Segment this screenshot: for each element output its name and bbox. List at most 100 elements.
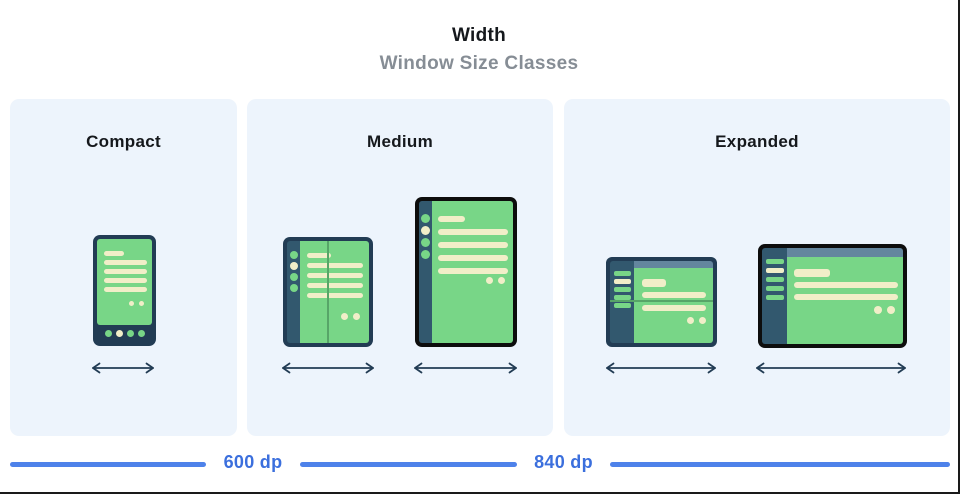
- dot-icon: [687, 317, 694, 324]
- action-dots: [874, 306, 895, 314]
- menu-bar-icon: [765, 268, 784, 273]
- nav-dot-icon: [126, 330, 134, 337]
- width-range-arrow: [92, 362, 154, 374]
- diagram-title: Width: [451, 25, 507, 46]
- action-dots: [129, 301, 144, 306]
- menu-bar-icon: [765, 277, 784, 282]
- action-dots: [341, 313, 360, 320]
- dot-icon: [486, 277, 493, 284]
- placeholder-line: [104, 251, 124, 256]
- phone-screen: [97, 239, 152, 325]
- placeholder-line: [307, 293, 363, 298]
- dot-icon: [699, 317, 706, 324]
- dot-icon: [139, 301, 144, 306]
- foldable-screen: [287, 241, 369, 343]
- content-area: [300, 241, 369, 343]
- panel-expanded: Expanded: [564, 99, 950, 436]
- nav-drawer: [762, 248, 787, 344]
- action-dots: [687, 317, 706, 324]
- placeholder-line: [642, 279, 666, 287]
- dot-icon: [874, 306, 882, 314]
- breakpoint-840dp-label: 840 dp: [534, 452, 593, 472]
- nav-drawer: [610, 261, 634, 343]
- app-topbar: [634, 261, 713, 268]
- content-area: [787, 257, 903, 344]
- content-area: [634, 268, 713, 343]
- nav-dot-icon: [137, 330, 145, 337]
- placeholder-line: [307, 253, 331, 258]
- dot-icon: [341, 313, 348, 320]
- placeholder-line: [794, 294, 898, 300]
- placeholder-line: [307, 263, 363, 268]
- panel-expanded-label: Expanded: [715, 132, 799, 151]
- menu-bar-icon: [613, 279, 631, 284]
- placeholder-line: [438, 229, 508, 235]
- menu-bar-icon: [765, 295, 784, 300]
- placeholder-line: [794, 282, 898, 288]
- tablet-portrait-mockup: [415, 197, 517, 347]
- dot-icon: [129, 301, 134, 306]
- dot-icon: [498, 277, 505, 284]
- placeholder-line: [104, 287, 147, 292]
- width-range-arrow: [414, 362, 517, 374]
- tablet-landscape-screen: [762, 248, 903, 344]
- diagram-subtitle: Window Size Classes: [379, 53, 579, 74]
- width-range-arrow: [606, 362, 716, 374]
- rail-dot-icon: [421, 238, 430, 247]
- axis-line-segment: [300, 462, 517, 467]
- placeholder-line: [642, 292, 706, 298]
- axis-line-segment: [10, 462, 206, 467]
- placeholder-line: [104, 278, 147, 283]
- tablet-screen: [419, 201, 513, 343]
- panel-compact-label: Compact: [86, 132, 161, 151]
- tablet-landscape-mockup: [758, 244, 907, 348]
- nav-rail: [419, 201, 432, 343]
- phone-navbar: [97, 325, 152, 342]
- axis-line-segment: [610, 462, 950, 467]
- menu-bar-icon: [613, 287, 631, 292]
- foldable-landscape-screen: [610, 261, 713, 343]
- phone-mockup: [93, 235, 156, 346]
- content-column: [634, 261, 713, 343]
- placeholder-line: [438, 268, 508, 274]
- placeholder-line: [307, 283, 363, 288]
- panel-compact: Compact: [10, 99, 237, 436]
- menu-bar-icon: [613, 271, 631, 276]
- dot-icon: [887, 306, 895, 314]
- foldable-landscape-mockup: [606, 257, 717, 347]
- placeholder-line: [794, 269, 830, 277]
- content-column: [787, 248, 903, 344]
- width-range-arrow: [756, 362, 906, 374]
- menu-bar-icon: [765, 259, 784, 264]
- rail-dot-icon: [421, 250, 430, 259]
- rail-dot-icon: [289, 273, 298, 281]
- action-dots: [486, 277, 505, 284]
- breakpoint-600dp-label: 600 dp: [223, 452, 283, 472]
- fold-crease-vertical: [327, 241, 329, 343]
- menu-bar-icon: [613, 303, 631, 308]
- width-range-arrow: [282, 362, 374, 374]
- rail-dot-icon: [289, 262, 298, 270]
- panel-medium-label: Medium: [366, 132, 434, 151]
- nav-dot-icon: [115, 330, 123, 337]
- fold-crease-horizontal: [610, 300, 713, 302]
- placeholder-line: [438, 242, 508, 248]
- content-area: [432, 201, 513, 343]
- rail-dot-icon: [289, 251, 298, 259]
- placeholder-line: [104, 260, 147, 265]
- placeholder-line: [642, 305, 706, 311]
- placeholder-line: [104, 269, 147, 274]
- menu-bar-icon: [765, 286, 784, 291]
- panel-medium: Medium: [247, 99, 553, 436]
- placeholder-line: [438, 216, 465, 222]
- placeholder-line: [307, 273, 363, 278]
- menu-bar-icon: [613, 295, 631, 300]
- rail-dot-icon: [289, 284, 298, 292]
- app-topbar: [787, 248, 903, 257]
- rail-dot-icon: [421, 214, 430, 223]
- nav-rail: [287, 241, 300, 343]
- rail-dot-icon: [421, 226, 430, 235]
- placeholder-line: [438, 255, 508, 261]
- foldable-open-mockup: [283, 237, 373, 347]
